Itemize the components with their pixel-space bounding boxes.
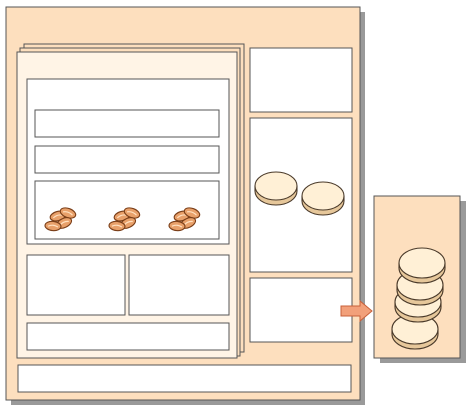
bun-disc-icon [398,247,446,284]
right-bottom-box [249,277,353,343]
coffee-bean-icon [168,220,186,232]
coffee-bean-icon [123,207,141,219]
right-arrow-icon [340,299,373,323]
bun-disc-icon [301,181,345,216]
bean-groove [127,211,137,216]
bean-body [44,220,62,232]
coffee-bean-icon [108,220,126,232]
main-panel-group [5,6,373,401]
coffee-bean-icon [183,207,201,219]
disc-top [254,171,298,201]
bun-disc-icon [254,171,298,206]
bean-groove [187,211,197,216]
disc-top [398,247,446,279]
bean-body [168,220,186,232]
bean-body [108,220,126,232]
main-footer-bar [17,364,352,393]
bean-groove [63,211,73,216]
field-box-1 [34,109,220,138]
bean-groove [171,224,183,228]
right-top-box [249,47,353,113]
coffee-bean-icon [44,220,62,232]
bean-groove [47,224,59,228]
bean-groove [111,224,123,228]
bottom-right-box [128,254,230,316]
bottom-left-box [26,254,126,316]
field-box-2 [34,145,220,174]
side-panel-group [373,195,461,359]
disc-top [301,181,345,211]
front-page-footer-box [26,322,230,351]
